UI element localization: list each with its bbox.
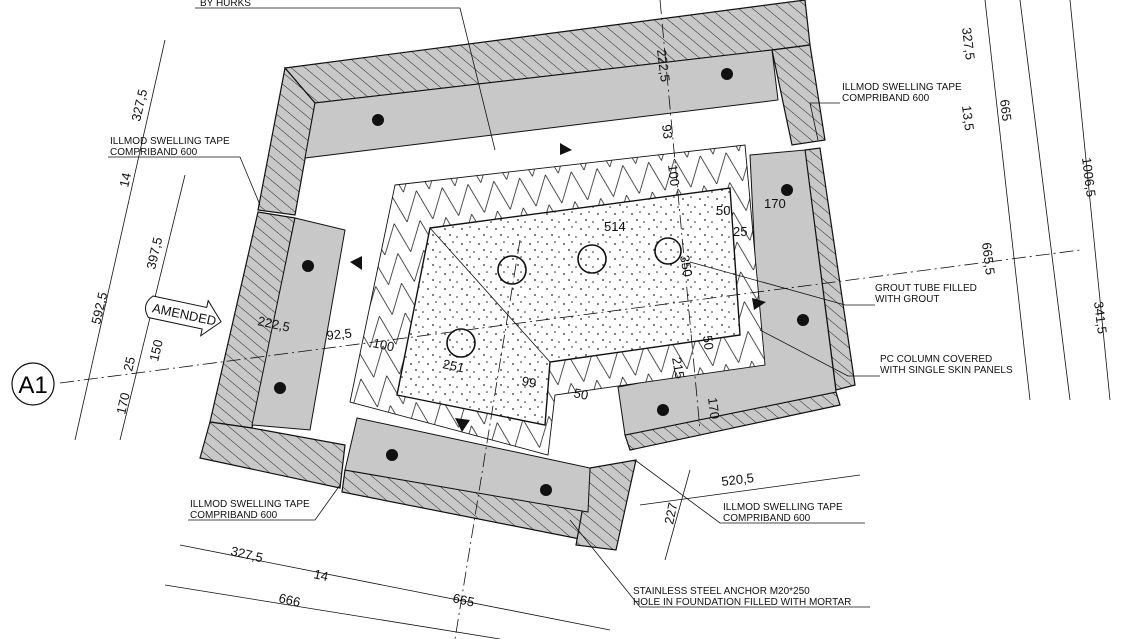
tape-label-3b: COMPRIBAND 600 (190, 510, 278, 521)
dim: 665,5 (979, 242, 998, 276)
dim: 327,5 (128, 88, 150, 123)
dim: 25 (120, 355, 138, 372)
dim: 227 (661, 501, 680, 525)
dim: 99 (520, 373, 537, 391)
dim: 665 (997, 99, 1015, 122)
dim: 14 (312, 566, 329, 584)
dim: 592,5 (88, 291, 110, 326)
pc-column-label-a: PC COLUMN COVERED (880, 354, 992, 365)
dim: 100 (665, 164, 683, 187)
dim: 666 (277, 590, 302, 609)
dim: 170 (113, 391, 132, 416)
dim: 215 (669, 356, 688, 380)
tape-label-3a: ILLMOD SWELLING TAPE (190, 499, 310, 510)
dim: 50 (572, 385, 589, 403)
anchor-label-a: STAINLESS STEEL ANCHOR M20*250 (633, 586, 810, 597)
dim: 397,5 (143, 236, 165, 271)
dim: 13,5 (959, 105, 977, 132)
tape-label-4b: COMPRIBAND 600 (723, 513, 811, 524)
tape-label-1a: ILLMOD SWELLING TAPE (110, 136, 230, 147)
top-note: BY HURKS (200, 0, 251, 9)
pc-column-label-b: WITH SINGLE SKIN PANELS (880, 365, 1013, 376)
anchor-label-b: HOLE IN FOUNDATION FILLED WITH MORTAR (633, 597, 851, 608)
dim: 327,5 (959, 27, 978, 61)
dim: 25 (733, 224, 747, 239)
dimension-lines (59, 0, 1111, 639)
leader-lines (108, 7, 880, 608)
tape-label-4a: ILLMOD SWELLING TAPE (723, 502, 843, 513)
dimension-values: 327,5 14 397,5 592,5 25 150 170 222,5 93… (88, 27, 1110, 610)
grid-ref-label: A1 (18, 372, 47, 399)
precast-panels (251, 49, 837, 513)
dim: 514 (604, 219, 626, 234)
section-arrows (350, 143, 766, 432)
outer-wall (199, 0, 856, 551)
dim: 170 (764, 196, 786, 211)
dim: 350 (677, 254, 696, 278)
dim: 222,5 (256, 313, 291, 334)
dim: 251 (441, 356, 465, 375)
amended-tag: AMENDED (145, 295, 222, 337)
grid-reference-bubble: A1 (11, 362, 55, 406)
grout-tubes (446, 237, 682, 358)
tape-label-2b: COMPRIBAND 600 (842, 93, 930, 104)
dim: 170 (705, 397, 723, 420)
dim: 50 (716, 203, 730, 218)
dim: 1006,5 (1079, 157, 1099, 198)
dim: 665 (451, 590, 476, 609)
dim: 327,5 (229, 543, 264, 565)
grout-label-a: GROUT TUBE FILLED (875, 283, 977, 294)
dim: 92,5 (326, 325, 353, 343)
annotation-labels: ILLMOD SWELLING TAPE COMPRIBAND 600 ILLM… (110, 82, 1013, 608)
dim: 341,5 (1091, 301, 1110, 335)
dim: 222,5 (654, 49, 673, 83)
dim: 150 (146, 338, 165, 363)
grout-label-b: WITH GROUT (875, 294, 939, 305)
dim: 520,5 (721, 470, 755, 489)
dim: 14 (116, 171, 134, 188)
anchor-bolts (274, 68, 809, 496)
tape-label-1b: COMPRIBAND 600 (110, 147, 198, 158)
tape-label-2a: ILLMOD SWELLING TAPE (842, 82, 962, 93)
dim: 93 (659, 124, 676, 140)
dim: 100 (371, 335, 395, 354)
pc-column (396, 187, 741, 426)
dim: 50 (700, 335, 717, 351)
